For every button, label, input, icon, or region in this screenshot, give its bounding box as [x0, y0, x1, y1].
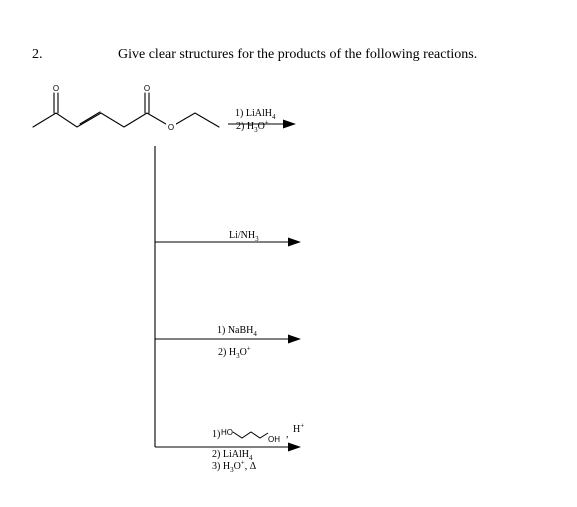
reaction-4-reagent-step1: 1)	[212, 429, 221, 440]
ester-carbonyl-oxygen-label: O	[144, 84, 150, 93]
reaction-3-arrowhead	[288, 334, 301, 344]
reaction-3-reagent-step1: 1) NaBH4	[217, 325, 257, 338]
reaction-2-arrowhead	[288, 237, 301, 247]
carbon-chain-bonds	[32, 112, 220, 128]
reaction-4-arrowhead	[288, 442, 301, 452]
reaction-4-reagent-step2: 2) LiAlH4	[212, 449, 253, 462]
reaction-2-reagent: Li/NH3	[229, 230, 259, 243]
ester-ether-oxygen-label: O	[168, 123, 174, 132]
reaction-1-arrowhead	[283, 119, 296, 129]
alkene-double-bond	[79, 111, 101, 125]
ketone-oxygen-label: O	[53, 84, 59, 93]
question-number: 2.	[32, 47, 43, 62]
diol-zigzag-bond	[232, 431, 269, 439]
starting-material	[32, 92, 220, 128]
reaction-3-reagent-step2: 2) H3O+	[218, 344, 251, 360]
reaction-4-acid-separator: ,	[286, 429, 289, 440]
reaction-1-reagent-step2: 2) H3O+	[236, 118, 269, 134]
reaction-4-diol-oh-label: OH	[268, 435, 280, 444]
reaction-4-diol-ho-label: HO	[221, 428, 233, 437]
reaction-1-reagent-step1: 1) LiAlH4	[235, 108, 276, 121]
reaction-4-acid-catalyst: H+	[293, 421, 305, 435]
reaction-4-reagent-step3: 3) H3O+, Δ	[212, 458, 257, 474]
question-text: Give clear structures for the products o…	[118, 47, 478, 62]
